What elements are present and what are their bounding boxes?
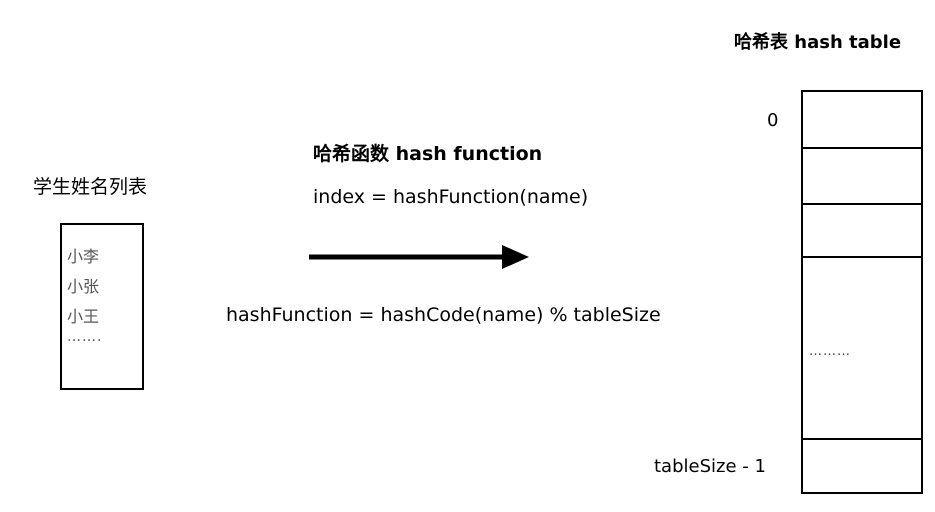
student-list-box: 小李 小张 小王 ……. [60,223,144,390]
list-item: 小张 [67,277,100,296]
index-label-first: 0 [767,110,779,131]
hash-table-title: 哈希表 hash table [734,32,902,53]
index-formula: index = hashFunction(name) [313,186,589,208]
table-row-divider [803,256,921,258]
list-item: 小王 [67,307,100,326]
table-row-divider [803,147,921,149]
hash-table: ……… [801,90,923,494]
hash-function-title: 哈希函数 hash function [313,143,543,165]
table-row-divider [803,203,921,205]
index-label-last: tableSize - 1 [654,456,766,477]
list-more-ellipsis: ……. [67,329,103,345]
table-ellipsis: ……… [809,344,851,359]
list-item: 小李 [67,247,100,266]
mapping-arrow [309,245,529,269]
hash-function-definition: hashFunction = hashCode(name) % tableSiz… [226,304,661,326]
student-list-title: 学生姓名列表 [33,176,148,198]
arrow-head [502,245,529,269]
table-row-divider [803,438,921,440]
